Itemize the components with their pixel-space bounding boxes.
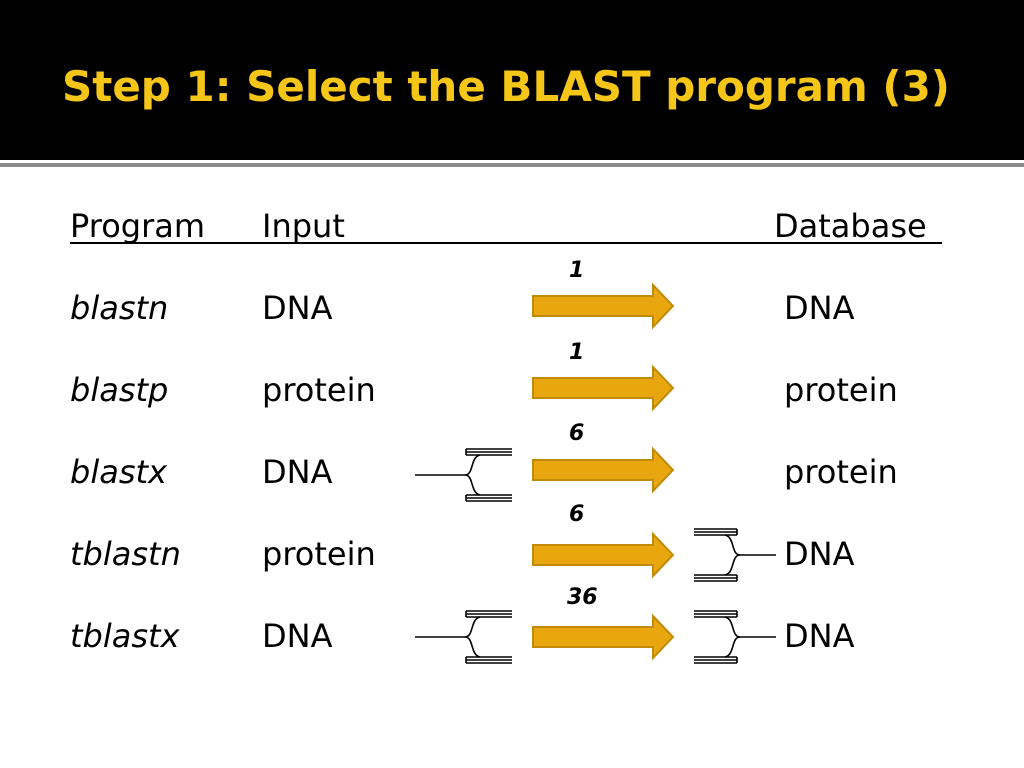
- row-database: protein: [784, 371, 898, 409]
- input-frame-bracket: [415, 448, 512, 502]
- row-input: DNA: [262, 289, 333, 327]
- frame-count: 6: [569, 502, 585, 527]
- title-bar: Step 1: Select the BLAST program (3): [0, 0, 1024, 160]
- header-input: Input: [262, 207, 345, 245]
- frame-count: 6: [569, 421, 585, 446]
- row-input: DNA: [262, 453, 333, 491]
- header-database: Database: [774, 207, 927, 245]
- translation-arrow: [532, 531, 675, 579]
- header-program: Program: [70, 207, 206, 245]
- frame-count: 36: [567, 585, 598, 610]
- frame-count: 1: [569, 340, 585, 365]
- row-program: blastn: [70, 289, 169, 327]
- header-underline: [70, 242, 942, 244]
- row-input: protein: [262, 535, 376, 573]
- input-frame-bracket: [415, 610, 512, 664]
- row-database: protein: [784, 453, 898, 491]
- database-frame-bracket: [694, 610, 776, 664]
- database-frame-bracket: [694, 528, 776, 582]
- row-database: DNA: [784, 617, 855, 655]
- title-divider: [0, 163, 1024, 167]
- row-database: DNA: [784, 535, 855, 573]
- row-input: protein: [262, 371, 376, 409]
- translation-arrow: [532, 446, 675, 494]
- slide-title: Step 1: Select the BLAST program (3): [62, 62, 950, 111]
- translation-arrow: [532, 364, 675, 412]
- row-input: DNA: [262, 617, 333, 655]
- row-database: DNA: [784, 289, 855, 327]
- translation-arrow: [532, 613, 675, 661]
- row-program: tblastn: [70, 535, 181, 573]
- row-program: blastx: [70, 453, 167, 491]
- translation-arrow: [532, 282, 675, 330]
- row-program: blastp: [70, 371, 169, 409]
- frame-count: 1: [569, 258, 585, 283]
- row-program: tblastx: [70, 617, 180, 655]
